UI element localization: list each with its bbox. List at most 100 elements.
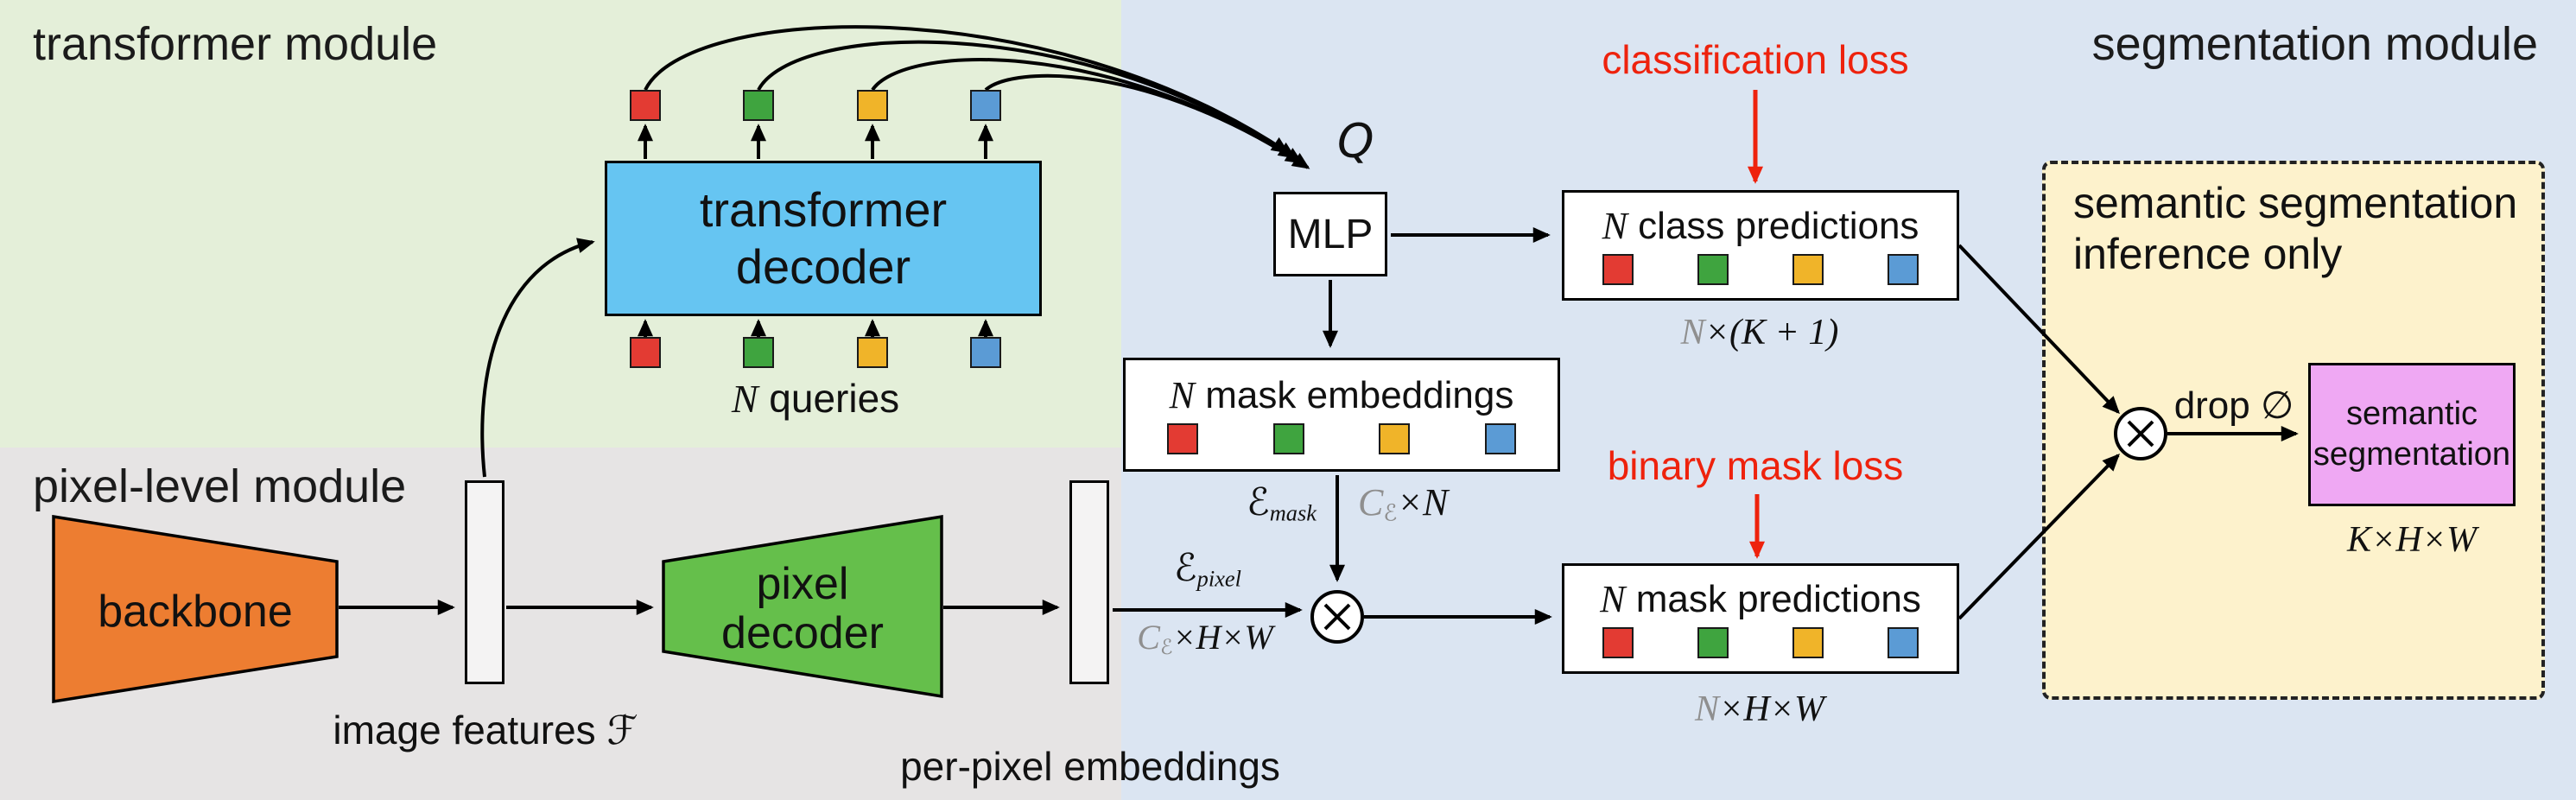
token-square [1272,423,1304,455]
class-predictions-rest: class predictions [1627,204,1919,247]
token-square [1888,254,1919,286]
pixel-decoder-shape [662,514,943,699]
e-pixel-sub: pixel [1196,565,1241,592]
class-predictions-label: N class predictions [1564,204,1957,247]
drop-empty-label: drop ∅ [2173,384,2294,427]
pixel-dim-c-sub: ℰ [1159,635,1173,659]
transformer-decoder-box: transformer decoder [605,161,1042,316]
arrow-token-4-to-queries [984,73,1310,169]
token-square [1697,627,1729,659]
token-square [856,90,888,121]
image-features-label: image features ℱ [270,707,701,753]
mask-embeddings-symbol: ℰmask [1106,480,1317,527]
image-features-text: image features [333,708,607,752]
mask-embeddings-rest: mask embeddings [1195,373,1514,416]
queries-symbol: Q [1337,114,1374,168]
backbone-shape [52,514,339,704]
transformer-decoder-label-line2: decoder [735,239,911,294]
segmentation-module-title: segmentation module [2091,18,2538,70]
mask-embeddings-tokens [1126,423,1558,455]
pixel-dim-rest: ×H×W [1172,618,1273,657]
pixel-dim-c-base: C [1137,618,1160,657]
classification-loss-label: classification loss [1602,37,1909,82]
mask-predictions-rest: mask predictions [1625,577,1921,620]
token-square [743,90,775,121]
semantic-segmentation-line1: semantic [2345,395,2478,432]
mask-embeddings-label: N mask embeddings [1126,373,1558,416]
token-square [1792,627,1824,659]
arrow-token-1-to-queries [644,25,1290,154]
n-queries-n: N [731,377,758,421]
token-square [1167,423,1198,455]
arrow-image-features-to-decoder [480,238,595,478]
token-square [969,90,1001,121]
mask-dim-rest: ×H×W [1719,689,1825,729]
n-queries-label: N queries [686,375,945,422]
backbone-label: backbone [98,587,293,637]
mlp-box: MLP [1273,192,1387,276]
per-pixel-embeddings-bar [1069,480,1109,684]
mask-predictions-tokens [1564,627,1957,659]
mask-embeddings-n: N [1169,373,1196,416]
class-dim-n: N [1680,313,1705,352]
transformer-module-title: transformer module [33,18,438,70]
token-square [743,337,775,368]
token-square [1602,627,1634,659]
pixel-decoder-label-line1: pixel [756,559,849,609]
mask-predictions-dim: N×H×W [1587,688,1932,730]
mask-predictions-n: N [1600,577,1626,620]
binary-mask-loss-label: binary mask loss [1607,443,1904,488]
mask-dim-n: N [1694,689,1719,729]
e-mask-sub: mask [1269,499,1317,526]
mask-embeddings-box: N mask embeddings [1123,358,1560,472]
arrow-class-predictions-to-multiply2 [1957,244,2120,415]
mask-predictions-label: N mask predictions [1564,577,1957,620]
n-queries-rest: queries [758,376,900,421]
mask-predictions-box: N mask predictions [1562,563,1959,674]
output-dim-text: K×H×W [2346,520,2477,560]
per-pixel-embeddings-label: per-pixel embeddings [900,744,1280,789]
e-mask-base: ℰ [1247,480,1270,524]
token-square [1697,254,1729,286]
class-predictions-tokens [1564,254,1957,286]
class-predictions-box: N class predictions [1562,190,1959,301]
image-features-bar [465,480,504,684]
pixel-level-module-title: pixel-level module [33,460,407,512]
token-square [1602,254,1634,286]
token-square [856,337,888,368]
pixel-decoder-label-line2: decoder [721,608,884,659]
token-square [1888,627,1919,659]
embed-dim-c-sub: ℰ [1383,499,1398,527]
token-square [969,337,1001,368]
output-dim: K×H×W [2308,518,2516,561]
pixel-dim-c: Cℰ [1137,618,1173,659]
e-pixel-base: ℰ [1174,546,1197,590]
embed-dim-c: Cℰ [1358,481,1398,527]
mask-embeddings-dim: Cℰ×N [1358,480,1448,527]
mlp-label: MLP [1287,211,1374,257]
inference-box-title-line2: inference only [2073,230,2343,278]
arrow-mask-predictions-to-multiply2 [1957,453,2121,620]
token-square [1379,423,1411,455]
pixel-embeddings-symbol: ℰpixel [1117,546,1298,593]
token-square [1792,254,1824,286]
semantic-segmentation-box: semantic segmentation [2308,363,2516,506]
class-dim-rest: ×(K + 1) [1704,313,1839,352]
query-tokens [630,337,1001,368]
class-predictions-dim: N×(K + 1) [1587,311,1932,353]
token-square [630,337,661,368]
embed-dim-rest: ×N [1397,481,1449,524]
pixel-embeddings-dim: Cℰ×H×W [1097,617,1313,659]
semantic-segmentation-line2: segmentation [2313,436,2511,473]
transformer-decoder-label-line1: transformer [699,181,948,237]
token-square [630,90,661,121]
arrow-token-2-to-queries [757,40,1297,159]
pixel-decoder-label: pixel decoder [673,559,932,659]
token-square [1484,423,1516,455]
inference-box-title-line1: semantic segmentation [2073,179,2518,227]
image-features-symbol: ℱ [606,707,638,753]
multiply-operator-2 [2114,407,2167,460]
class-predictions-n: N [1602,204,1627,247]
